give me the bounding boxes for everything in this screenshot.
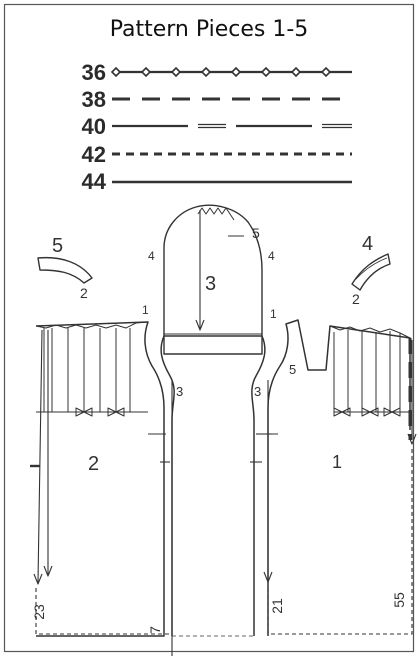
measurement-label: 55 bbox=[391, 592, 407, 608]
measurement-label: 21 bbox=[269, 598, 285, 614]
notch-label: 1 bbox=[270, 307, 277, 321]
left-front-piece-2 bbox=[35, 321, 165, 637]
legend-size-36: 36 bbox=[81, 60, 106, 85]
small-piece-4 bbox=[351, 253, 391, 291]
center-panel bbox=[160, 335, 266, 636]
legend-line-36 bbox=[110, 66, 352, 78]
notch-label: 5 bbox=[252, 225, 260, 241]
page-title: Pattern Pieces 1-5 bbox=[109, 17, 309, 42]
notch-label: 2 bbox=[352, 291, 360, 307]
piece-number-5: 5 bbox=[52, 235, 63, 257]
measurement-label: 23 bbox=[31, 604, 47, 620]
right-ext-line bbox=[267, 446, 413, 635]
measurement-label: 7 bbox=[147, 626, 163, 634]
right-front-piece-1 bbox=[267, 319, 411, 636]
legend-size-40: 40 bbox=[81, 114, 106, 139]
piece-number-3: 3 bbox=[205, 273, 216, 295]
small-piece-5 bbox=[37, 256, 93, 284]
notch-label: 2 bbox=[80, 285, 88, 301]
back-piece-3 bbox=[163, 204, 263, 355]
piece-number-1: 1 bbox=[332, 452, 342, 472]
notch-label: 4 bbox=[268, 249, 275, 263]
notch-label: 1 bbox=[142, 303, 149, 317]
legend-line-40 bbox=[112, 123, 352, 129]
notch-label: 3 bbox=[254, 384, 261, 399]
piece-number-2: 2 bbox=[88, 453, 99, 475]
piece-number-4: 4 bbox=[362, 233, 373, 255]
page-border bbox=[3, 3, 415, 653]
legend-size-44: 44 bbox=[81, 169, 106, 194]
legend-size-42: 42 bbox=[81, 142, 106, 167]
notch-label: 4 bbox=[148, 249, 155, 263]
left-ext-line bbox=[35, 588, 170, 635]
notch-label: 3 bbox=[176, 384, 183, 399]
notch-label: 5 bbox=[289, 362, 296, 377]
legend-size-38: 38 bbox=[81, 87, 106, 112]
